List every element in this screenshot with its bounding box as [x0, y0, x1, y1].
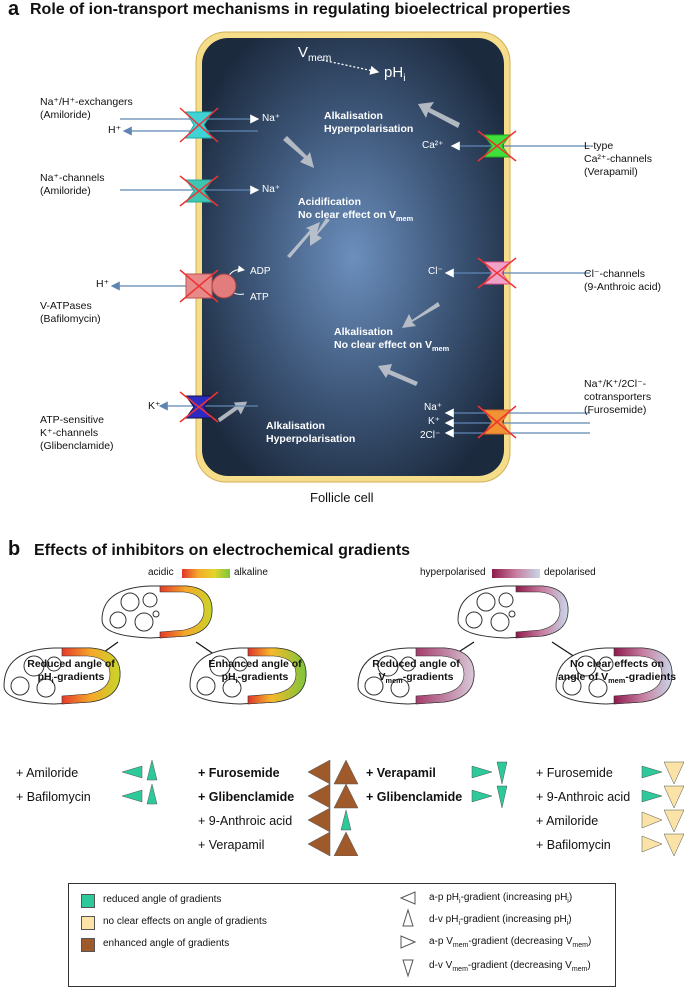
ph-scale-bar — [182, 569, 230, 578]
egg-chamber-vm-noeffect — [555, 647, 673, 705]
na-channel-label: Na⁺-channels(Amiloride) — [40, 172, 105, 197]
legend-ap-ph: a-p pHi-gradient (increasing pHi) — [429, 892, 573, 905]
vmem-label: Vmem — [298, 44, 332, 64]
g1-item-2: + Bafilomycin — [16, 790, 91, 804]
vm-scale-left: hyperpolarised — [420, 567, 486, 578]
g3-item-2: + Glibenclamide — [366, 790, 463, 804]
effect-arrows — [217, 102, 460, 423]
cl-channel-label: Cl⁻-channels(9-Anthroic acid) — [584, 268, 662, 293]
panel-b-title: Effects of inhibitors on electrochemical… — [34, 542, 411, 559]
g4-item-2: + 9-Anthroic acid — [536, 790, 631, 804]
g2-item-3: + 9-Anthroic acid — [198, 814, 293, 828]
vm-scale-right: depolarised — [544, 567, 596, 578]
panel-b-drawings — [3, 585, 673, 705]
g1-item-1: + Amiloride — [16, 766, 79, 780]
nkcc-cl-ion: 2Cl⁻ — [420, 430, 441, 441]
vatpase-h-ion: H⁺ — [96, 278, 110, 290]
nhe-label: Na⁺/H⁺-exchangers(Amiloride) — [40, 96, 133, 121]
nkcc-label: Na⁺/K⁺/2Cl⁻-cotransporters(Furosemide) — [584, 378, 652, 416]
na-channel-ion: Na⁺ — [262, 184, 281, 195]
ph-scale-right: alkaline — [234, 567, 268, 578]
cell-label: Follicle cell — [310, 490, 374, 505]
legend-box: reduced angle of gradients no clear effe… — [68, 883, 616, 987]
panel-a-title: Role of ion-transport mechanisms in regu… — [30, 1, 571, 18]
vm-scale-bar — [492, 569, 540, 578]
legend-triangles — [399, 891, 417, 978]
legend-reduced-label: reduced angle of gradients — [103, 894, 222, 905]
g3-item-1: + Verapamil — [366, 766, 436, 780]
g4-item-1: + Furosemide — [536, 766, 613, 780]
panel-b-letter: b — [8, 538, 21, 560]
legend-reduced-swatch — [81, 894, 95, 908]
legend-none-label: no clear effects on angle of gradients — [103, 916, 267, 927]
phi-label: pHi — [384, 64, 406, 84]
legend-none-swatch — [81, 916, 95, 930]
cl-ion: Cl⁻ — [428, 266, 443, 277]
g2-item-4: + Verapamil — [198, 838, 265, 852]
inhibitor-triangles — [121, 759, 684, 856]
legend-dv-ph: d-v pHi-gradient (increasing pHi) — [429, 914, 572, 927]
egg-chamber-vm-reduced — [357, 647, 475, 705]
legend-ap-vm: a-p Vmem-gradient (decreasing Vmem) — [429, 936, 592, 949]
atp-label: ATP — [250, 292, 269, 303]
nhe-transporter-icon — [179, 107, 219, 143]
egg-chamber-ph-top — [101, 585, 213, 639]
katp-channel-icon — [179, 391, 219, 423]
nhe-na-ion: Na⁺ — [262, 113, 281, 124]
egg-chamber-ph-reduced — [3, 647, 121, 705]
g2-item-1: + Furosemide — [198, 766, 280, 780]
egg-chamber-vm-top — [457, 585, 569, 639]
nkcc-k-ion: K⁺ — [428, 416, 440, 427]
nkcc-na-ion: Na⁺ — [424, 402, 443, 413]
cl-channel-icon — [477, 257, 517, 289]
katp-k-ion: K⁺ — [148, 400, 161, 412]
ph-scale-left: acidic — [148, 567, 174, 578]
cell-body — [202, 38, 504, 476]
ca-channel-icon — [477, 130, 517, 162]
vatpase-label: V-ATPases(Bafilomycin) — [40, 300, 101, 325]
nhe-h-ion: H⁺ — [108, 124, 122, 136]
v-atpase-icon — [179, 269, 237, 303]
legend-dv-vm: d-v Vmem-gradient (decreasing Vmem) — [429, 960, 591, 973]
ca-ion: Ca²⁺ — [422, 140, 444, 151]
panel-a-diagram — [110, 31, 590, 483]
legend-enhanced-label: enhanced angle of gradients — [103, 938, 230, 949]
legend-enhanced-swatch — [81, 938, 95, 952]
g4-item-3: + Amiloride — [536, 814, 599, 828]
g2-item-2: + Glibenclamide — [198, 790, 295, 804]
na-channel-icon — [179, 175, 219, 207]
adp-label: ADP — [250, 266, 271, 277]
panel-a-letter: a — [8, 0, 20, 20]
g4-item-4: + Bafilomycin — [536, 838, 611, 852]
nkcc-transporter-icon — [477, 405, 517, 439]
vmem-phi-link — [321, 59, 380, 75]
egg-chamber-ph-enhanced — [189, 647, 307, 705]
